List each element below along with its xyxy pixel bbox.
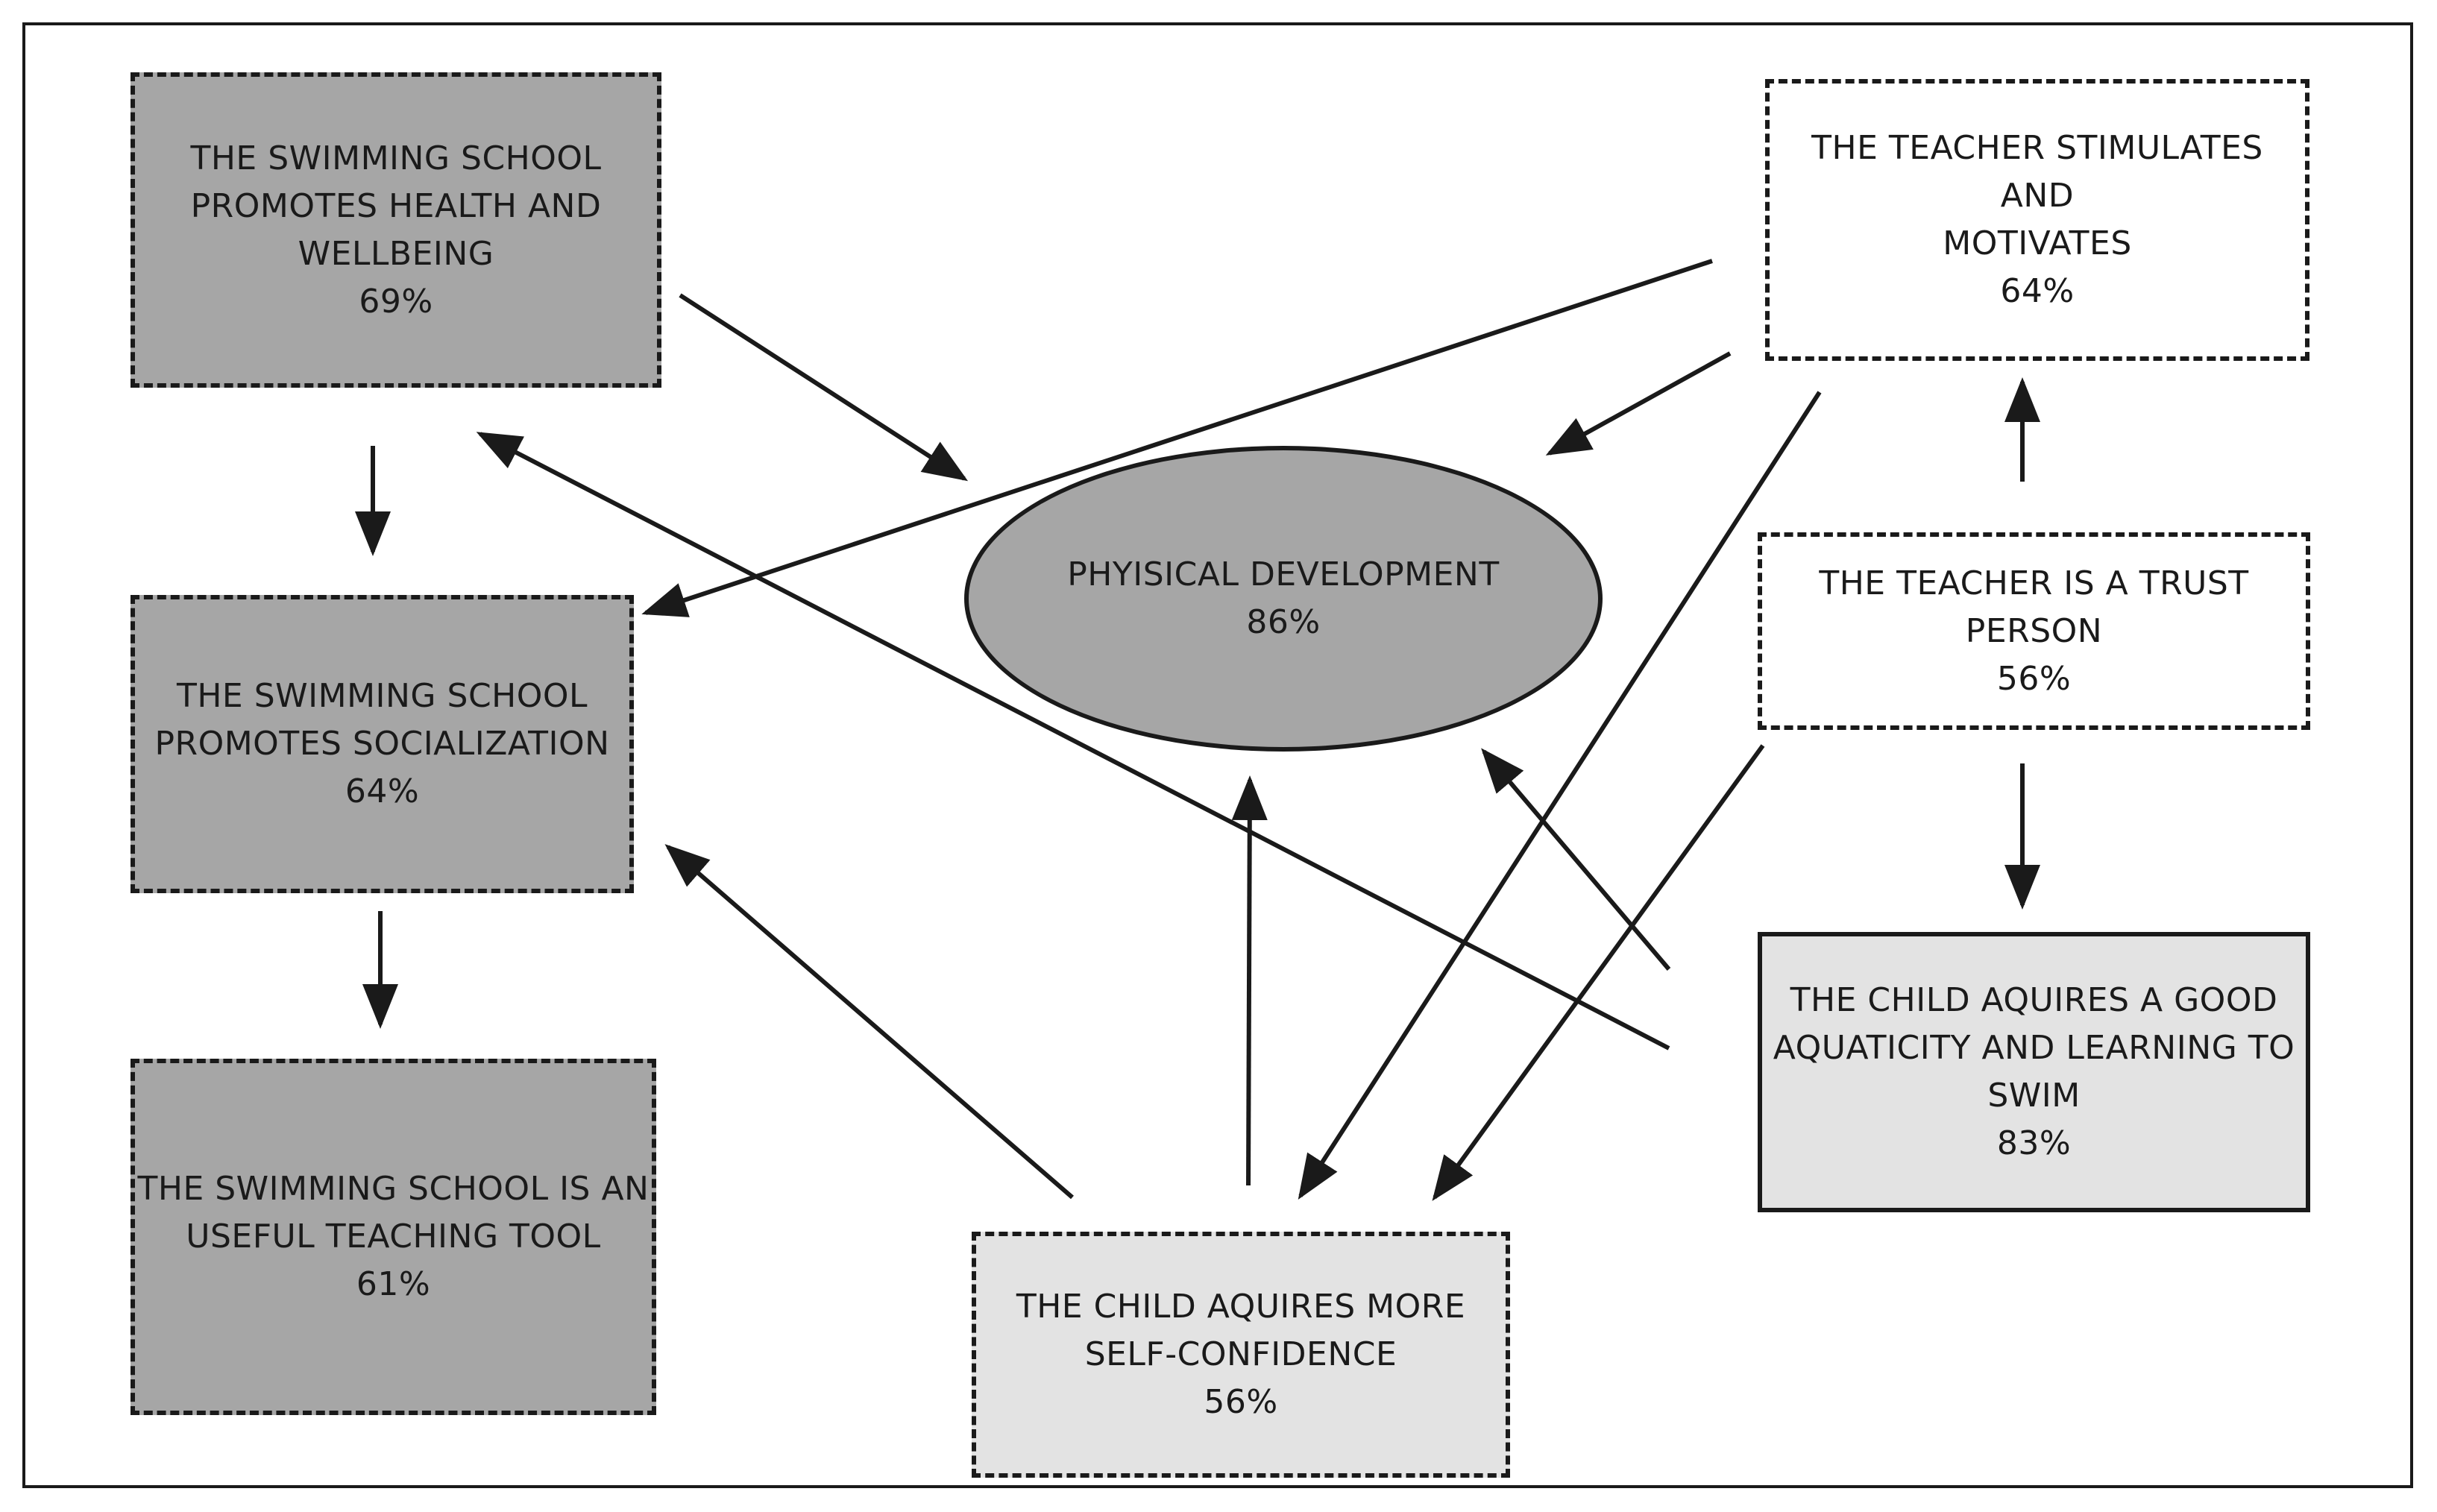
node-label: THE TEACHER STIMULATES AND MOTIVATES <box>1811 129 2263 262</box>
arrow-aquaticity-to-physical <box>1481 748 1671 971</box>
node-percentage: 56% <box>1996 659 2072 698</box>
arrow-stimulates-to-physical <box>1545 351 1732 456</box>
arrow-aquaticity-to-health <box>476 432 1670 1050</box>
arrow-confidence-to-physical <box>1231 775 1268 1186</box>
node-label: THE SWIMMING SCHOOL PROMOTES SOCIALIZATI… <box>154 677 610 763</box>
node-socialization: THE SWIMMING SCHOOL PROMOTES SOCIALIZATI… <box>131 595 634 893</box>
node-physical-development: PHYISICAL DEVELOPMENT 86% <box>964 446 1603 752</box>
arrow-confidence-to-social <box>664 844 1074 1200</box>
node-percentage: 83% <box>1996 1124 2072 1162</box>
arrow-stimulates-to-social <box>641 259 1713 617</box>
node-percentage: 64% <box>345 772 420 810</box>
node-label: THE SWIMMING SCHOOL IS AN USEFUL TEACHIN… <box>137 1170 650 1256</box>
node-label: THE TEACHER IS A TRUST PERSON <box>1819 564 2249 650</box>
node-percentage: 61% <box>356 1265 431 1303</box>
node-child-aquaticity: THE CHILD AQUIRES A GOOD AQUATICITY AND … <box>1758 932 2310 1212</box>
arrow-stimulates-to-confidence <box>1298 391 1822 1200</box>
diagram-frame <box>22 22 2413 1488</box>
node-teaching-tool: THE SWIMMING SCHOOL IS AN USEFUL TEACHIN… <box>131 1059 656 1415</box>
node-label: THE SWIMMING SCHOOL PROMOTES HEALTH AND … <box>190 139 602 273</box>
node-percentage: 69% <box>359 282 433 321</box>
node-teacher-stimulates: THE TEACHER STIMULATES AND MOTIVATES 64% <box>1765 79 2309 361</box>
arrow-trust-to-confidence <box>1432 744 1765 1201</box>
node-percentage: 86% <box>1246 603 1321 641</box>
node-health-wellbeing: THE SWIMMING SCHOOL PROMOTES HEALTH AND … <box>131 72 661 388</box>
node-label: THE CHILD AQUIRES A GOOD AQUATICITY AND … <box>1773 981 2295 1115</box>
node-percentage: 56% <box>1204 1383 1278 1421</box>
node-percentage: 64% <box>2000 272 2075 310</box>
node-teacher-trust: THE TEACHER IS A TRUST PERSON 56% <box>1758 532 2310 730</box>
node-label: PHYISICAL DEVELOPMENT <box>1067 555 1500 593</box>
node-label: THE CHILD AQUIRES MORE SELF-CONFIDENCE <box>1016 1288 1466 1373</box>
arrow-health-to-physical <box>679 293 969 482</box>
node-child-self-confidence: THE CHILD AQUIRES MORE SELF-CONFIDENCE 5… <box>972 1232 1510 1478</box>
